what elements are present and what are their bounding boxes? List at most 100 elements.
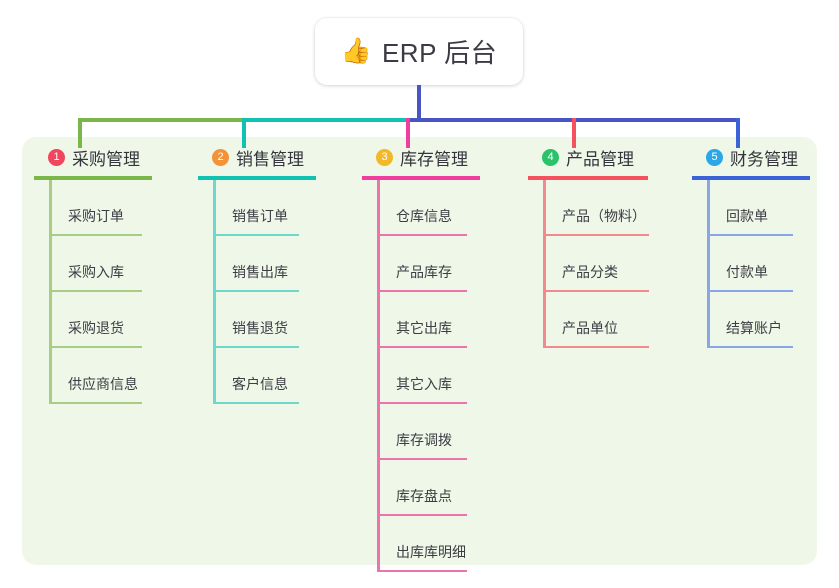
- leaf-rule: [707, 290, 793, 292]
- leaf-item[interactable]: 供应商信息: [34, 348, 184, 404]
- root-stem-connector: [417, 85, 421, 120]
- leaf-label: 其它出库: [396, 320, 452, 336]
- branch-rule-5: [692, 176, 810, 180]
- leaf-label: 产品单位: [562, 320, 618, 336]
- branch-column-1: 1 采购管理采购订单采购入库采购退货供应商信息: [34, 145, 184, 404]
- branch-leaf-list-1: 采购订单采购入库采购退货供应商信息: [34, 180, 184, 404]
- branch-column-4: 4 产品管理产品（物料） 产品分类产品单位: [528, 145, 688, 348]
- branch-spine-1: [49, 180, 52, 404]
- leaf-item[interactable]: 销售退货: [198, 292, 348, 348]
- leaf-item[interactable]: 采购退货: [34, 292, 184, 348]
- leaf-label: 仓库信息: [396, 208, 452, 224]
- leaf-label: 出库库明细: [396, 544, 466, 560]
- leaf-rule: [543, 290, 649, 292]
- leaf-rule: [377, 234, 467, 236]
- diagram-panel: [22, 137, 817, 565]
- leaf-item[interactable]: 库存调拨: [362, 404, 512, 460]
- leaf-rule: [49, 290, 142, 292]
- branch-header-5[interactable]: 5 财务管理: [692, 145, 839, 169]
- leaf-rule: [377, 402, 467, 404]
- leaf-item[interactable]: 产品库存: [362, 236, 512, 292]
- leaf-item[interactable]: 产品单位: [528, 292, 688, 348]
- leaf-item[interactable]: 采购入库: [34, 236, 184, 292]
- leaf-label: 采购入库: [68, 264, 124, 280]
- branch-spine-5: [707, 180, 710, 348]
- branch-spine-3: [377, 180, 380, 572]
- branch-title-5: 财务管理: [730, 149, 798, 169]
- branch-badge-5: 5: [706, 148, 723, 166]
- leaf-item[interactable]: 库存盘点: [362, 460, 512, 516]
- branch-leg-3: [406, 118, 410, 148]
- leaf-label: 产品库存: [396, 264, 452, 280]
- leaf-rule: [49, 234, 142, 236]
- leaf-label: 产品（物料）: [562, 208, 646, 224]
- branch-header-1[interactable]: 1 采购管理: [34, 145, 184, 169]
- leaf-item[interactable]: 付款单: [692, 236, 839, 292]
- branch-title-2: 销售管理: [236, 149, 304, 169]
- leaf-label: 回款单: [726, 208, 768, 224]
- branch-leg-5: [736, 118, 740, 148]
- branch-title-1: 采购管理: [72, 149, 140, 169]
- branch-spine-4: [543, 180, 546, 348]
- thumbs-up-icon: 👍: [340, 37, 372, 65]
- leaf-item[interactable]: 出库库明细: [362, 516, 512, 572]
- root-title: ERP 后台: [381, 38, 498, 68]
- branch-spine-2: [213, 180, 216, 404]
- leaf-label: 采购订单: [68, 208, 124, 224]
- leaf-label: 采购退货: [68, 320, 124, 336]
- branch-title-3: 库存管理: [400, 149, 468, 169]
- trunk-segment-1: [78, 118, 242, 122]
- branch-rule-1: [34, 176, 152, 180]
- branch-title-4: 产品管理: [566, 149, 634, 169]
- leaf-rule: [377, 346, 467, 348]
- leaf-rule: [49, 402, 142, 404]
- leaf-label: 销售出库: [232, 264, 288, 280]
- branch-leg-1: [78, 118, 82, 148]
- root-node[interactable]: 👍 ERP 后台: [315, 18, 523, 85]
- leaf-item[interactable]: 产品（物料）: [528, 180, 688, 236]
- leaf-item[interactable]: 仓库信息: [362, 180, 512, 236]
- leaf-label: 供应商信息: [68, 376, 138, 392]
- leaf-rule: [377, 514, 467, 516]
- leaf-label: 付款单: [726, 264, 768, 280]
- leaf-rule: [377, 570, 467, 572]
- leaf-label: 客户信息: [232, 376, 288, 392]
- branch-rule-2: [198, 176, 316, 180]
- leaf-rule: [213, 402, 299, 404]
- branch-rule-4: [528, 176, 648, 180]
- branch-leaf-list-2: 销售订单销售出库销售退货客户信息: [198, 180, 348, 404]
- leaf-item[interactable]: 回款单: [692, 180, 839, 236]
- leaf-label: 库存盘点: [396, 488, 452, 504]
- leaf-rule: [213, 346, 299, 348]
- leaf-item[interactable]: 客户信息: [198, 348, 348, 404]
- branch-leaf-list-4: 产品（物料） 产品分类产品单位: [528, 180, 688, 348]
- leaf-rule: [707, 346, 793, 348]
- branch-leg-4: [572, 118, 576, 148]
- branch-header-4[interactable]: 4 产品管理: [528, 145, 688, 169]
- branch-column-5: 5 财务管理回款单付款单结算账户: [692, 145, 839, 348]
- leaf-label: 销售订单: [232, 208, 288, 224]
- leaf-label: 其它入库: [396, 376, 452, 392]
- leaf-rule: [213, 290, 299, 292]
- leaf-rule: [213, 234, 299, 236]
- leaf-item[interactable]: 采购订单: [34, 180, 184, 236]
- branch-leaf-list-5: 回款单付款单结算账户: [692, 180, 839, 348]
- branch-badge-1: 1: [48, 148, 65, 166]
- leaf-item[interactable]: 产品分类: [528, 236, 688, 292]
- leaf-label: 库存调拨: [396, 432, 452, 448]
- leaf-label: 产品分类: [562, 264, 618, 280]
- leaf-item[interactable]: 销售订单: [198, 180, 348, 236]
- leaf-rule: [543, 234, 649, 236]
- branch-badge-4: 4: [542, 148, 559, 166]
- trunk-segment-2: [242, 118, 406, 122]
- leaf-item[interactable]: 其它出库: [362, 292, 512, 348]
- leaf-item[interactable]: 结算账户: [692, 292, 839, 348]
- leaf-rule: [543, 346, 649, 348]
- leaf-item[interactable]: 销售出库: [198, 236, 348, 292]
- leaf-item[interactable]: 其它入库: [362, 348, 512, 404]
